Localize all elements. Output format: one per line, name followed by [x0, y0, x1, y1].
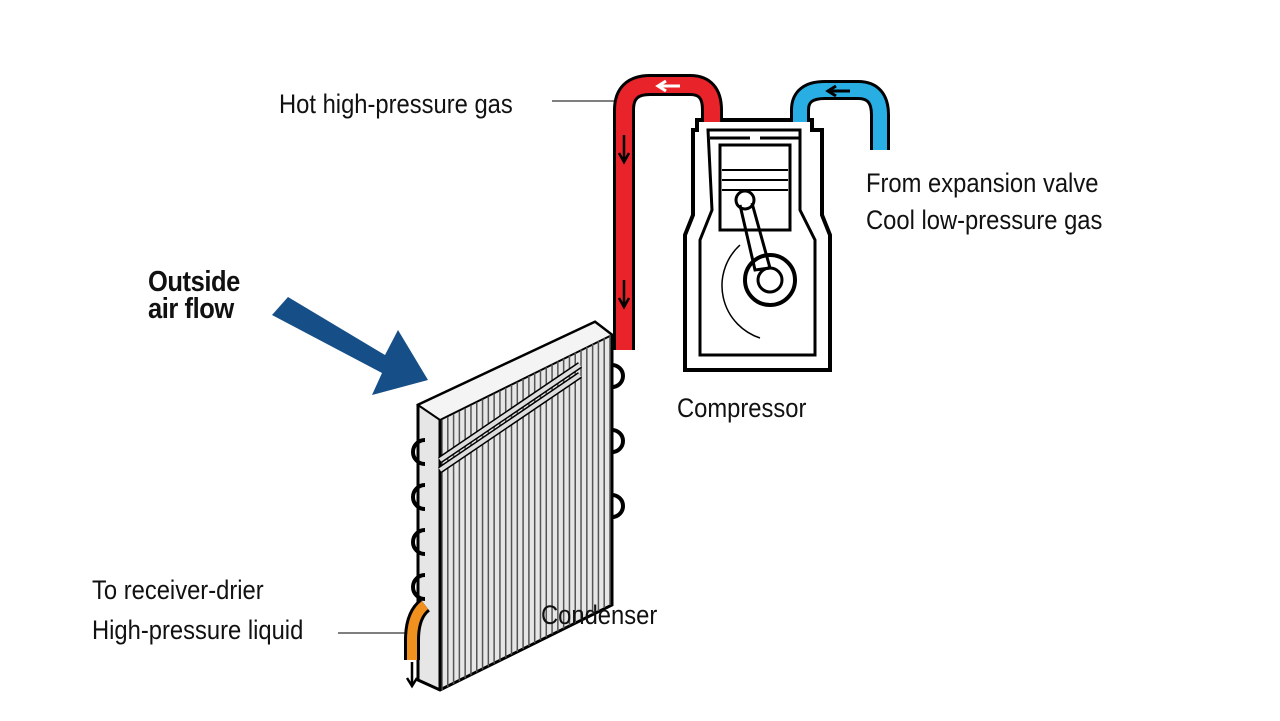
flow-arrow-left-icon	[825, 84, 850, 98]
flow-arrow-left-icon	[655, 79, 680, 93]
compressor	[683, 118, 832, 372]
flow-arrow-down-icon	[617, 135, 631, 165]
air-flow-arrow-icon	[272, 297, 428, 395]
condenser-label: Condenser	[541, 600, 658, 630]
cool-gas-label: Cool low-pressure gas	[866, 205, 1103, 235]
compressor-label: Compressor	[677, 393, 807, 423]
flow-arrow-down-icon	[405, 662, 419, 689]
condenser	[411, 320, 625, 692]
flow-arrow-down-icon	[617, 280, 631, 310]
hp-liquid-label: High-pressure liquid	[92, 615, 304, 645]
outside-label: Outside	[148, 266, 240, 298]
air-flow-label: air flow	[148, 293, 234, 325]
hot-gas-label: Hot high-pressure gas	[279, 89, 513, 119]
receiver-drier-label: To receiver-drier	[92, 575, 264, 605]
from-expansion-label: From expansion valve	[866, 168, 1099, 198]
